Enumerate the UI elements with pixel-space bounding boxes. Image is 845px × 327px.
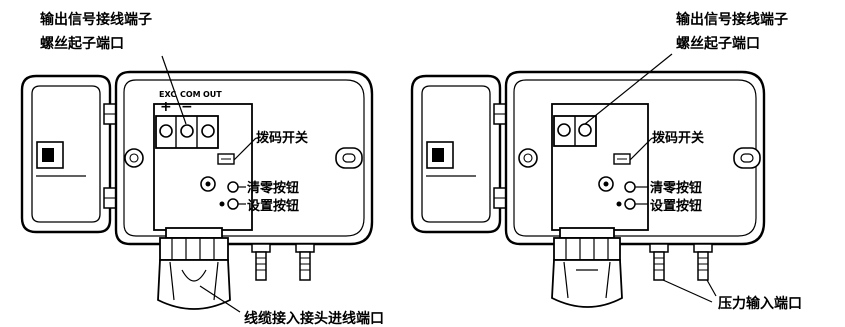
terminal-label-out: OUT — [203, 90, 222, 99]
leader-line — [662, 279, 713, 303]
right-zero-button-label: 清零按钮 — [650, 180, 702, 196]
left-device: EXC COM OUT + − — [20, 11, 384, 327]
left-body — [114, 70, 374, 246]
left-lid — [20, 74, 119, 234]
right-set-button-label: 设置按钮 — [650, 198, 702, 214]
leader-line — [706, 279, 717, 297]
terminal-label-minus: − — [181, 99, 193, 115]
right-dip-switch-icon — [613, 153, 631, 165]
left-cable-gland — [157, 227, 231, 310]
left-terminal-block: EXC COM OUT + − — [155, 90, 222, 149]
left-zero-button-icon — [200, 176, 239, 193]
cable-gland-label: 线缆接入接头进线端口 — [244, 310, 384, 327]
terminal-label-plus: + — [160, 99, 172, 115]
leader-line — [629, 137, 653, 161]
right-zero-button-icon — [598, 176, 636, 193]
left-set-button-label: 设置按钮 — [247, 198, 299, 214]
left-zero-button-label: 清零按钮 — [247, 180, 299, 196]
leader-line — [584, 53, 673, 125]
screw-icon — [518, 148, 538, 168]
leader-line — [199, 285, 241, 313]
right-cable-gland — [551, 227, 623, 308]
left-output-terminal-label: 输出信号接线端子 — [40, 11, 152, 28]
leader-line — [233, 137, 257, 161]
right-pressure-ports — [649, 243, 713, 281]
left-dip-switch-label: 拨码开关 — [256, 130, 308, 146]
right-body — [504, 70, 766, 246]
right-dip-switch-label: 拨码开关 — [652, 130, 704, 146]
left-pressure-ports — [251, 243, 315, 281]
right-set-button-icon — [616, 198, 636, 210]
screw-icon — [124, 148, 144, 168]
terminal-label-exc: EXC — [159, 90, 176, 99]
right-device: 输出信号接线端子 螺丝起子端口 拨码开关 清零按钮 设置按钮 压力输入端口 — [410, 11, 802, 312]
right-screwdriver-port-label: 螺丝起子端口 — [676, 35, 760, 52]
terminal-label-com: COM — [180, 90, 201, 99]
right-output-terminal-label: 输出信号接线端子 — [676, 11, 788, 28]
leader-line — [161, 55, 187, 125]
pressure-port-label: 压力输入端口 — [718, 295, 802, 312]
right-lid — [410, 74, 509, 234]
left-dip-switch-icon — [217, 153, 235, 165]
left-screwdriver-port-label: 螺丝起子端口 — [40, 35, 124, 52]
